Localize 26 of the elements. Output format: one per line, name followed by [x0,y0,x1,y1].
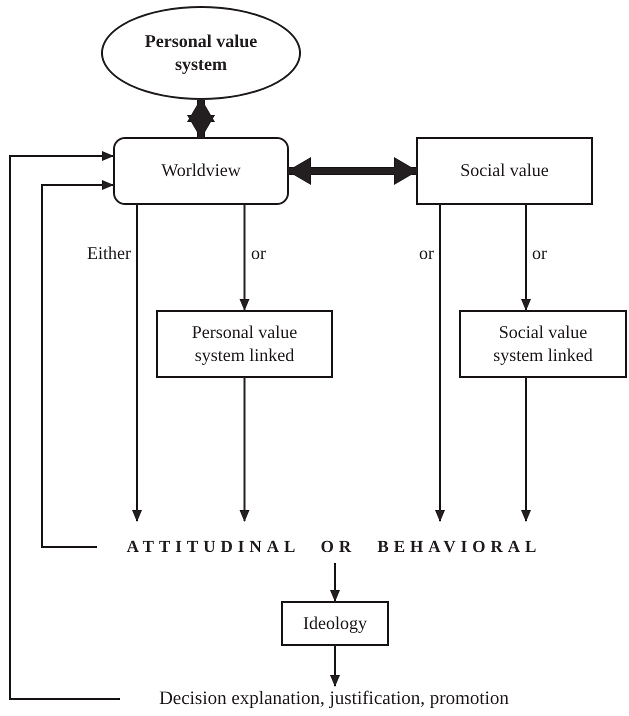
arrow [240,378,250,522]
arrow [132,205,142,522]
box-text: Social value system linked [492,320,594,367]
process-box [156,310,333,378]
box-text: Worldview [161,159,241,182]
box-text: Personal value system [144,30,258,76]
box-text: Personal value system linked [190,320,298,367]
arrow [330,646,340,687]
double-arrow [187,98,215,139]
arrow [41,180,114,548]
outcome-label: ATTITUDINAL OR BEHAVIORAL [103,535,565,559]
result-label: Decision explanation, justification, promotion [128,686,540,712]
edge-label: Either [87,244,131,262]
process-box [113,137,289,205]
process-box [281,601,389,646]
box-text: Ideology [303,612,367,635]
double-arrow [287,157,418,185]
arrow [330,563,340,602]
process-box [416,137,593,205]
process-box [459,310,627,378]
box-text: Social value [460,159,549,182]
arrow [240,205,250,311]
arrow [521,378,531,522]
arrow [9,151,120,700]
arrow [521,205,531,311]
arrow [435,205,445,522]
